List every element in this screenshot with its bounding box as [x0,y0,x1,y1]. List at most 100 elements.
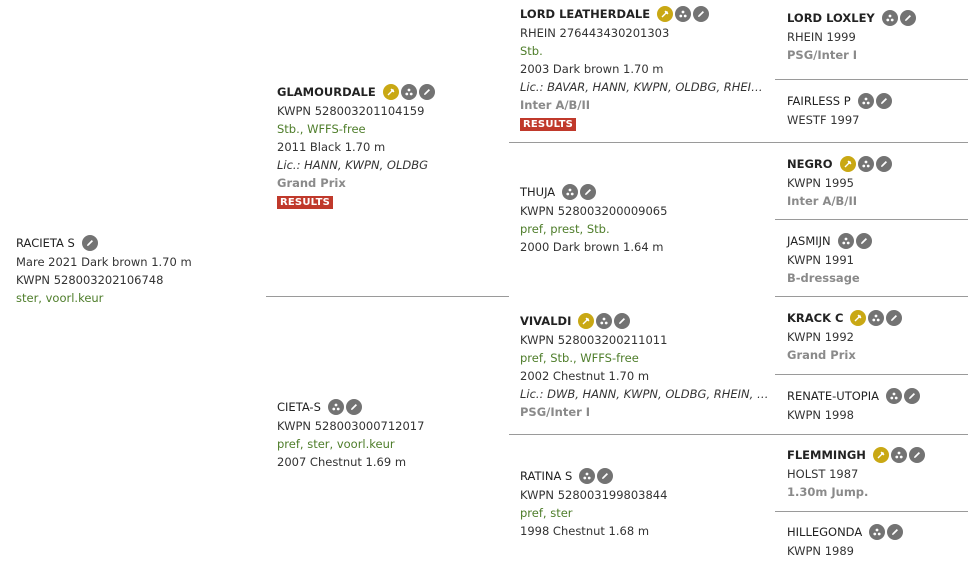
stallion-pin-icon[interactable] [850,310,867,326]
edit-pencil-icon[interactable] [614,313,631,329]
dsd-reg: KWPN 1998 [787,408,854,422]
sd-reg: KWPN 528003200009065 [520,204,668,218]
dd-name[interactable]: RATINA S [520,469,573,483]
stallion-pin-icon[interactable] [382,84,399,100]
ddd-horse: HILLEGONDA KWPN 1989 [787,522,904,560]
sds-level: Inter A/B/II [787,194,858,208]
family-tree-icon[interactable] [596,313,613,329]
ss-predicates: Stb. [520,44,543,58]
edit-pencil-icon[interactable] [875,156,892,172]
ds-licences: Lic.: DWB, HANN, KWPN, OLDBG, RHEIN, SA.… [520,387,770,401]
ds-details: 2002 Chestnut 1.70 m [520,369,650,383]
edit-pencil-icon[interactable] [345,399,362,415]
family-tree-icon[interactable] [327,399,344,415]
sd-details: 2000 Dark brown 1.64 m [520,240,664,254]
sss-horse: LORD LOXLEY RHEIN 1999 PSG/Inter I [787,8,916,64]
pedigree-chart: RACIETA S Mare 2021 Dark brown 1.70 m KW… [5,0,968,565]
dds-level: 1.30m Jump. [787,485,869,499]
ss-name[interactable]: LORD LEATHERDALE [520,7,651,21]
dam-horse: CIETA-S KWPN 528003000712017 pref, ster,… [277,397,424,471]
subject-predicates: ster, voorl.keur [16,291,104,305]
sdd-level: B-dressage [787,271,860,285]
sire-reg: KWPN 528003201104159 [277,104,425,118]
sdd-horse: JASMIJN KWPN 1991 B-dressage [787,231,872,287]
dss-reg: KWPN 1992 [787,330,854,344]
edit-pencil-icon[interactable] [903,388,920,404]
stallion-pin-icon[interactable] [872,447,889,463]
edit-pencil-icon[interactable] [855,233,872,249]
ss-reg: RHEIN 276443430201303 [520,26,670,40]
dds-name[interactable]: FLEMMINGH [787,448,866,462]
edit-pencil-icon[interactable] [81,235,98,251]
dds-horse: FLEMMINGH HOLST 1987 1.30m Jump. [787,445,925,501]
sire-results-button[interactable]: RESULTS [277,196,333,209]
edit-pencil-icon[interactable] [693,6,710,22]
ds-predicates: pref, Stb., WFFS-free [520,351,639,365]
stallion-pin-icon[interactable] [578,313,595,329]
edit-pencil-icon[interactable] [580,184,597,200]
edit-pencil-icon[interactable] [899,10,916,26]
family-tree-icon[interactable] [868,310,885,326]
sire-name[interactable]: GLAMOURDALE [277,85,376,99]
family-tree-icon[interactable] [857,93,874,109]
edit-pencil-icon[interactable] [886,310,903,326]
divider-g3-1 [775,79,968,80]
dss-level: Grand Prix [787,348,856,362]
sire-predicates: Stb., WFFS-free [277,122,366,136]
edit-pencil-icon[interactable] [418,84,435,100]
stallion-pin-icon[interactable] [657,6,674,22]
dam-name[interactable]: CIETA-S [277,400,321,414]
sdd-name[interactable]: JASMIJN [787,234,831,248]
edit-pencil-icon[interactable] [875,93,892,109]
divider-ds-dd [509,434,775,435]
sd-predicates: pref, prest, Stb. [520,222,610,236]
dsd-name[interactable]: RENATE-UTOPIA [787,389,879,403]
dam-dam-horse: RATINA S KWPN 528003199803844 pref, ster… [520,466,667,540]
divider-sire-dam [266,296,509,297]
divider-g3-6 [775,434,968,435]
sdd-reg: KWPN 1991 [787,253,854,267]
dam-sire-horse: VIVALDI KWPN 528003200211011 pref, Stb.,… [520,311,770,421]
family-tree-icon[interactable] [675,6,692,22]
family-tree-icon[interactable] [837,233,854,249]
divider-g3-4 [775,296,968,297]
sd-name[interactable]: THUJA [520,185,556,199]
sds-name[interactable]: NEGRO [787,157,833,171]
divider-g3-7 [775,511,968,512]
family-tree-icon[interactable] [881,10,898,26]
sire-sire-horse: LORD LEATHERDALE RHEIN 276443430201303 S… [520,4,770,132]
ssd-horse: FAIRLESS P WESTF 1997 [787,91,892,129]
subject-name[interactable]: RACIETA S [16,236,75,250]
sire-licences: Lic.: HANN, KWPN, OLDBG [277,158,429,172]
sss-reg: RHEIN 1999 [787,30,856,44]
dd-reg: KWPN 528003199803844 [520,488,668,502]
sds-horse: NEGRO KWPN 1995 Inter A/B/II [787,154,892,210]
ss-licences: Lic.: BAVAR, HANN, KWPN, OLDBG, RHEIN, S… [520,80,770,94]
sss-level: PSG/Inter I [787,48,858,62]
subject-reg: KWPN 528003202106748 [16,273,164,287]
dss-name[interactable]: KRACK C [787,311,844,325]
ds-name[interactable]: VIVALDI [520,314,572,328]
edit-pencil-icon[interactable] [908,447,925,463]
family-tree-icon[interactable] [562,184,579,200]
ss-level: Inter A/B/II [520,98,591,112]
subject-horse: RACIETA S Mare 2021 Dark brown 1.70 m KW… [16,233,192,307]
ss-results-button[interactable]: RESULTS [520,118,576,131]
edit-pencil-icon[interactable] [887,524,904,540]
sss-name[interactable]: LORD LOXLEY [787,11,875,25]
stallion-pin-icon[interactable] [839,156,856,172]
sds-reg: KWPN 1995 [787,176,854,190]
dam-reg: KWPN 528003000712017 [277,419,425,433]
ddd-name[interactable]: HILLEGONDA [787,525,863,539]
sire-level: Grand Prix [277,176,346,190]
family-tree-icon[interactable] [890,447,907,463]
family-tree-icon[interactable] [885,388,902,404]
family-tree-icon[interactable] [857,156,874,172]
ssd-name[interactable]: FAIRLESS P [787,94,851,108]
family-tree-icon[interactable] [579,468,596,484]
edit-pencil-icon[interactable] [597,468,614,484]
family-tree-icon[interactable] [869,524,886,540]
family-tree-icon[interactable] [400,84,417,100]
ds-level: PSG/Inter I [520,405,591,419]
dam-predicates: pref, ster, voorl.keur [277,437,395,451]
